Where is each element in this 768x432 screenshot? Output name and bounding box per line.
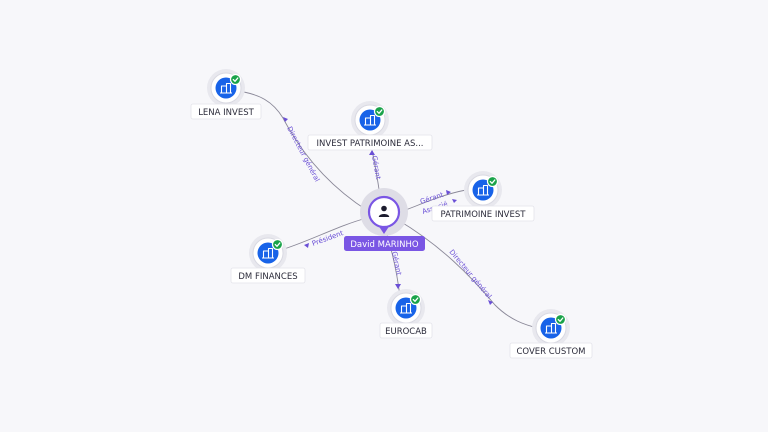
company-node-patrimoine-invest[interactable]: PATRIMOINE INVEST — [431, 171, 535, 222]
company-label-patrimoine-invest: PATRIMOINE INVEST — [441, 210, 527, 220]
company-label-dm-finances: DM FINANCES — [238, 272, 297, 282]
company-label-cover-custom: COVER CUSTOM — [516, 347, 585, 357]
check-badge-icon — [554, 313, 567, 326]
check-badge-icon — [271, 238, 284, 251]
edge-label-eurocab: Gérant — [390, 251, 403, 276]
person-label: David MARINHO — [350, 240, 419, 250]
building-icon — [545, 322, 557, 334]
building-icon — [477, 184, 489, 196]
check-badge-icon — [229, 73, 242, 86]
building-icon — [262, 247, 274, 259]
edge-label-invest-patrimoine: Gérant — [370, 155, 382, 180]
edge-label-cover-custom: Directeur général — [447, 248, 493, 300]
building-icon — [364, 114, 376, 126]
building-icon — [400, 302, 412, 314]
company-label-eurocab: EUROCAB — [385, 327, 427, 337]
edge-lena: Directeur général — [243, 91, 369, 212]
company-node-dm-finances[interactable]: DM FINANCES — [230, 234, 306, 284]
person-icon — [378, 205, 390, 217]
check-badge-icon — [409, 293, 422, 306]
building-icon — [220, 82, 232, 94]
company-node-cover-custom[interactable]: COVER CUSTOM — [509, 309, 593, 359]
company-label-lena: LENA INVEST — [198, 108, 254, 118]
person-node[interactable]: David MARINHO — [344, 188, 425, 251]
check-badge-icon — [373, 105, 386, 118]
company-node-invest-patrimoine[interactable]: INVEST PATRIMOINE AS... — [307, 101, 433, 151]
company-node-lena[interactable]: LENA INVEST — [190, 69, 262, 120]
company-node-eurocab[interactable]: EUROCAB — [379, 289, 433, 339]
check-badge-icon — [486, 175, 499, 188]
edge-label-lena: Directeur général — [285, 125, 321, 183]
company-label-invest-patrimoine: INVEST PATRIMOINE AS... — [317, 139, 424, 149]
